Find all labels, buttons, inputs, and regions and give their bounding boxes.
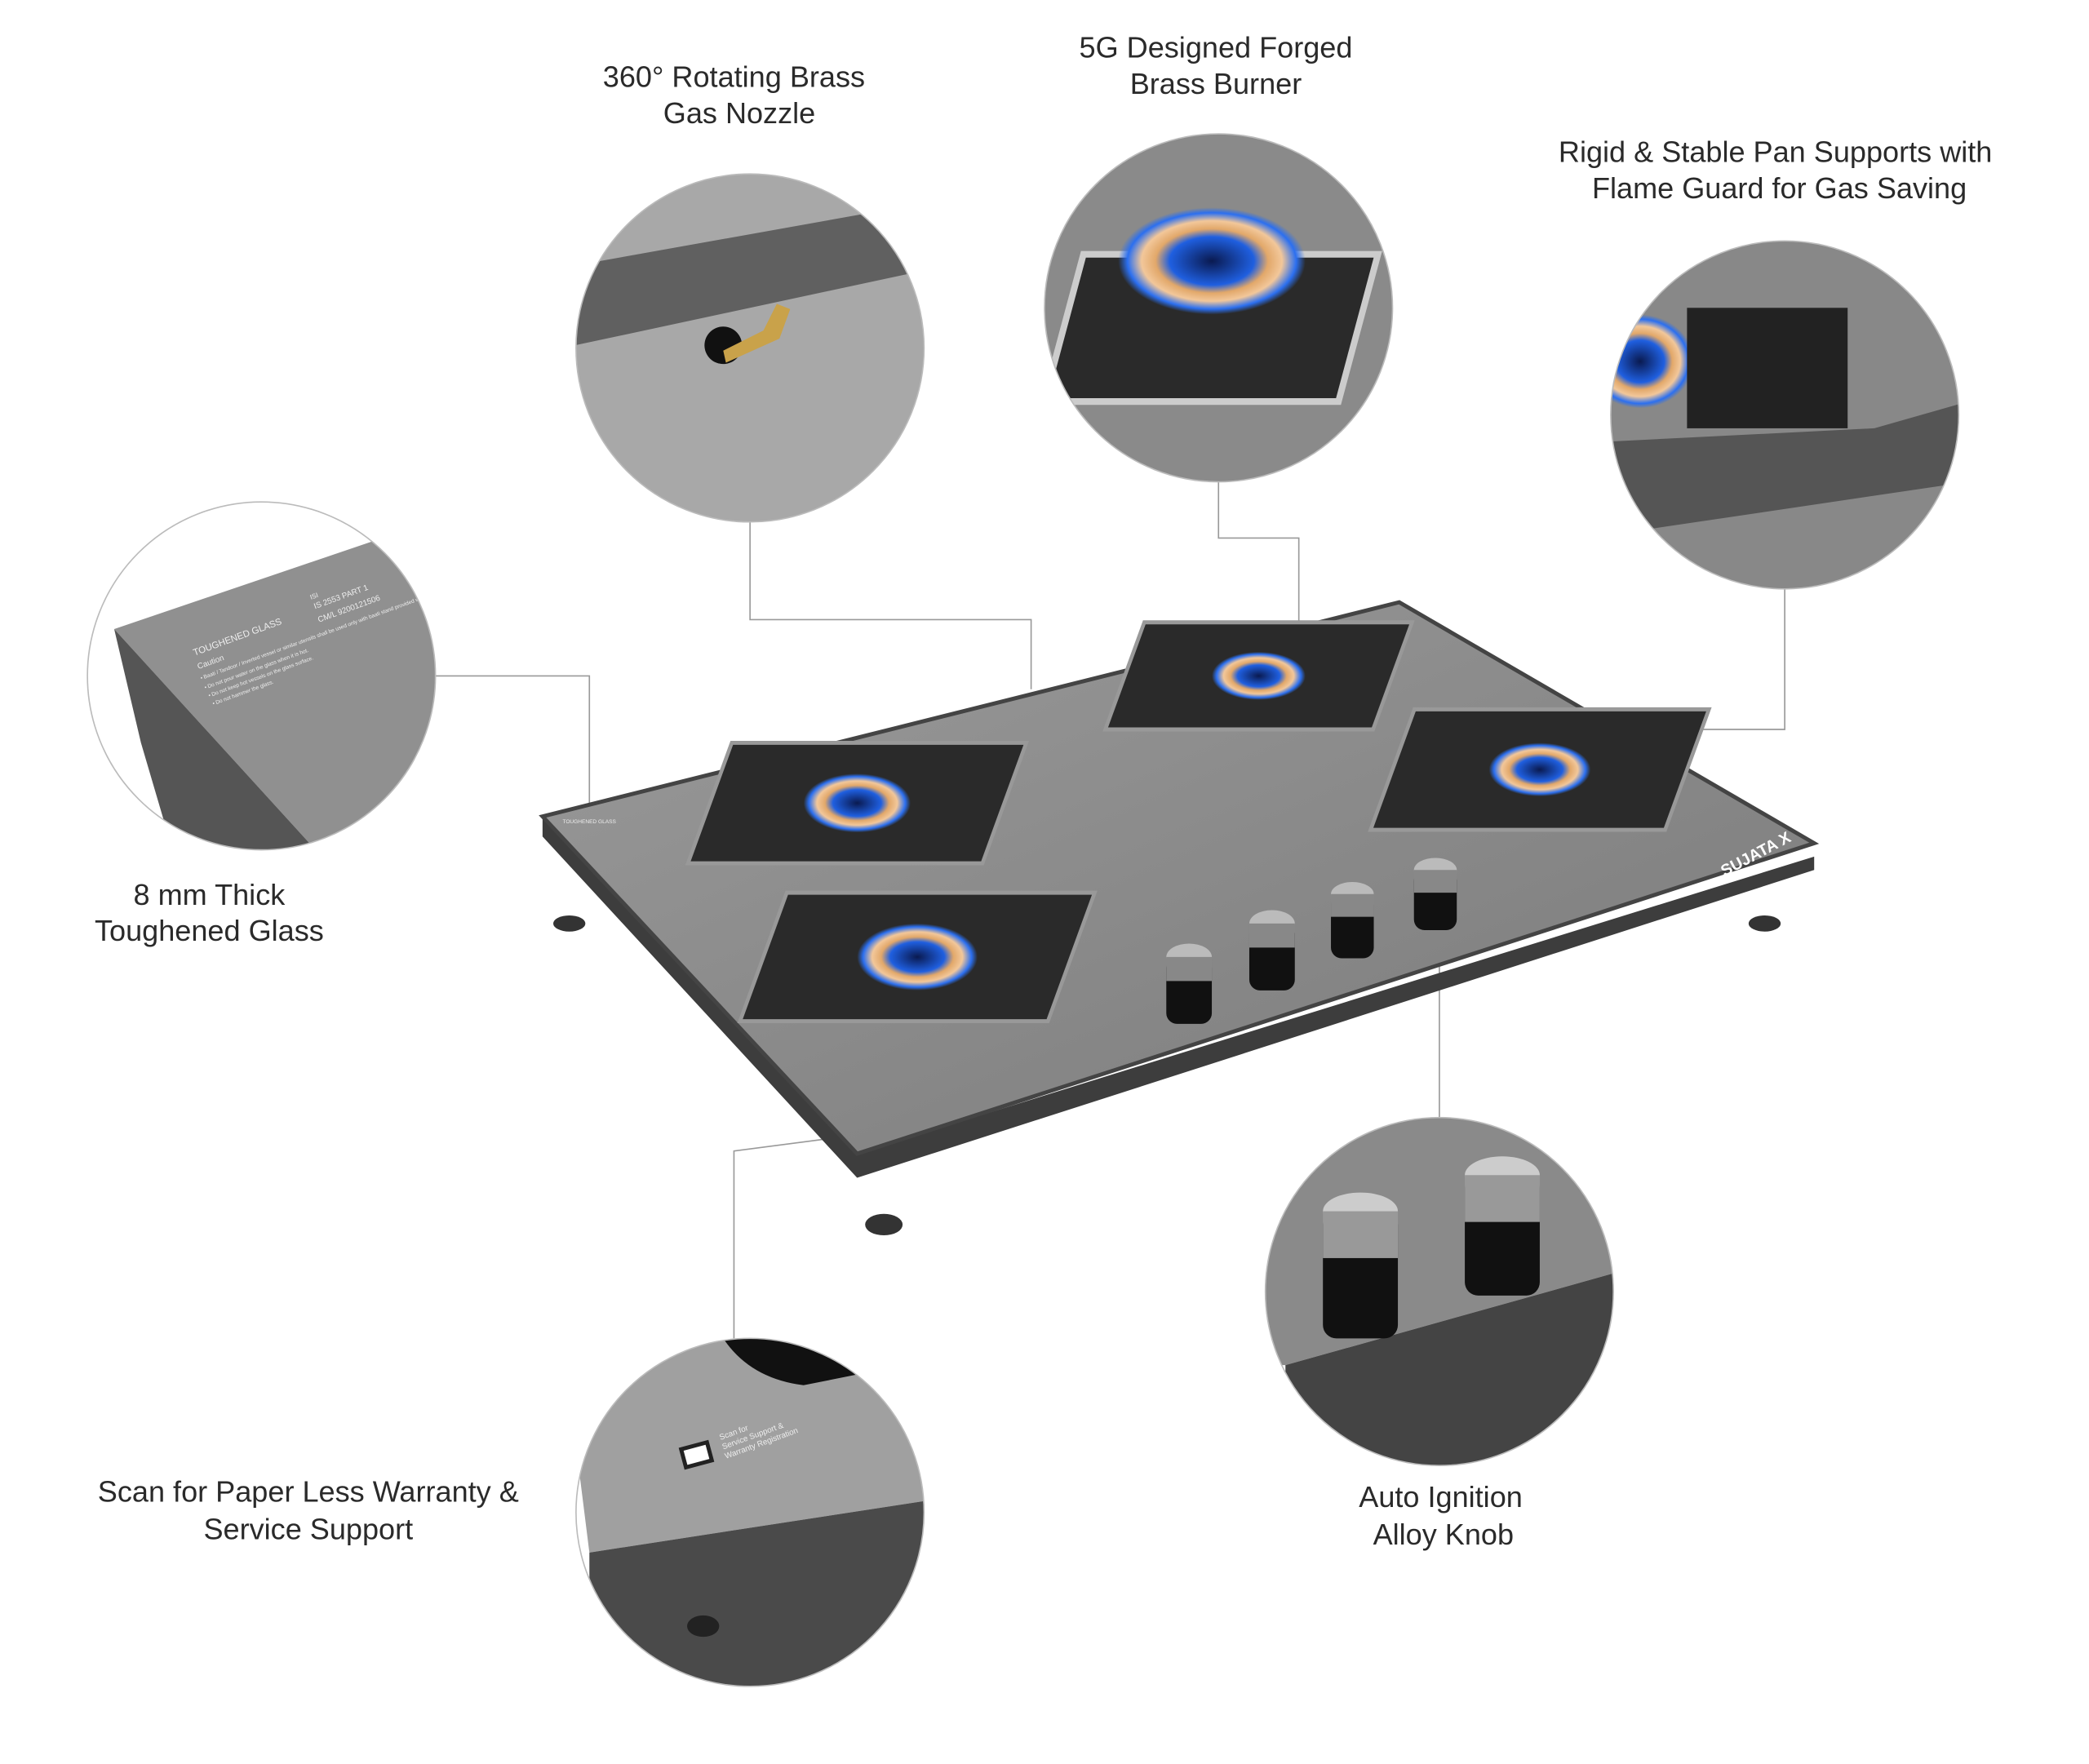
detail-nozzle bbox=[575, 174, 925, 522]
knobs bbox=[1166, 858, 1457, 1024]
label-nozzle-2: Gas Nozzle bbox=[663, 96, 815, 130]
burner-front-right bbox=[1368, 707, 1712, 832]
label-scan-1: Scan for Paper Less Warranty & bbox=[98, 1474, 519, 1508]
detail-scan-code: Scan for Service Support & Warranty Regi… bbox=[575, 1338, 925, 1686]
label-nozzle-1: 360° Rotating Brass bbox=[603, 60, 865, 94]
burner-front-left bbox=[737, 890, 1098, 1024]
leader-lines bbox=[435, 481, 1785, 1339]
burner-back-left bbox=[685, 740, 1030, 866]
label-pan-1: Rigid & Stable Pan Supports with bbox=[1559, 135, 1992, 168]
detail-burner bbox=[1044, 134, 1393, 482]
label-glass-1: 8 mm Thick bbox=[134, 878, 286, 911]
label-pan-2: Flame Guard for Gas Saving bbox=[1592, 171, 1967, 205]
detail-toughened-glass: TOUGHENED GLASS IS 2553 PART 1 CM/L 9200… bbox=[87, 502, 436, 850]
gas-stove: TOUGHENED GLASS SUJATA X bbox=[539, 600, 1820, 1236]
label-knob-2: Alloy Knob bbox=[1373, 1518, 1514, 1551]
label-glass-2: Toughened Glass bbox=[95, 914, 324, 947]
glass-badge: TOUGHENED GLASS bbox=[562, 819, 616, 825]
burner-back-right bbox=[1102, 620, 1415, 732]
detail-knob bbox=[1265, 1117, 1614, 1466]
brass-nozzle-icon bbox=[723, 304, 791, 363]
qr-code-icon bbox=[678, 1439, 715, 1470]
label-knob-1: Auto Ignition bbox=[1359, 1480, 1523, 1514]
isi-mark: ISI bbox=[309, 592, 319, 601]
label-scan-2: Service Support bbox=[203, 1512, 413, 1545]
label-burner-2: Brass Burner bbox=[1130, 67, 1302, 100]
label-burner-1: 5G Designed Forged bbox=[1080, 31, 1353, 64]
detail-pan-support bbox=[1610, 241, 1959, 589]
